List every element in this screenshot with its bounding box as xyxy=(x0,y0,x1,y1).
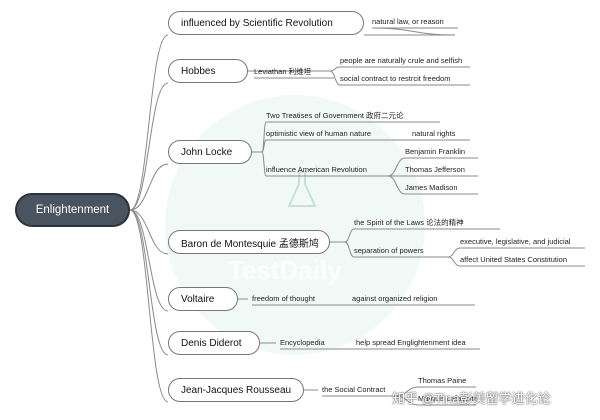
root-connector xyxy=(129,209,169,356)
topic-american-revolution[interactable]: influence American Revolution xyxy=(266,165,367,174)
topic-us-constitution[interactable]: affect United States Constitution xyxy=(460,255,568,264)
sub-connector xyxy=(261,151,267,177)
topic-social-contract-freedom[interactable]: social contract to restrcit freedom xyxy=(340,74,451,83)
root-node[interactable]: Enlightenment xyxy=(15,193,130,227)
root-connector xyxy=(129,82,169,211)
root-connector xyxy=(129,209,169,312)
topic-benjamin-franklin[interactable]: Benjamin Franklin xyxy=(405,147,466,156)
root-connector xyxy=(129,209,169,255)
topic-optimistic-view[interactable]: optimistic view of human nature xyxy=(266,129,372,138)
topic-thomas-paine[interactable]: Thomas Paine xyxy=(418,376,467,385)
branch-node-voltaire[interactable]: Voltaire xyxy=(168,287,238,311)
topic-separation-of-powers[interactable]: separation of powers xyxy=(354,246,424,255)
root-connector xyxy=(129,209,169,403)
sub-connector xyxy=(447,247,461,258)
sub-connector xyxy=(395,395,419,406)
topic-marquis-lafayette[interactable]: Marquis Lafayette xyxy=(418,394,478,403)
watermark-circle xyxy=(165,95,425,355)
branch-node-hobbes[interactable]: Hobbes xyxy=(168,59,248,83)
topic-three-branches[interactable]: executive, legislative, and judicial xyxy=(460,237,571,246)
root-connector xyxy=(129,163,169,211)
topic-crule-selfish[interactable]: people are naturally crule and selfish xyxy=(340,56,463,65)
branch-node-diderot[interactable]: Denis Diderot xyxy=(168,331,260,355)
topic-two-treatises[interactable]: Two Treatises of Government 政府二元论 xyxy=(266,111,404,120)
branch-node-john-locke[interactable]: John Locke xyxy=(168,140,252,164)
branch-node-rousseau[interactable]: Jean-Jacques Rousseau xyxy=(168,378,304,402)
sub-connector xyxy=(344,241,355,258)
sub-connector xyxy=(329,66,341,72)
watermark-text: TestDaily xyxy=(228,255,342,285)
sub-connector xyxy=(371,27,456,36)
topic-james-madison[interactable]: James Madison xyxy=(405,183,458,192)
sub-connector xyxy=(387,175,406,195)
sub-connector xyxy=(447,256,461,267)
topic-spirit-of-laws[interactable]: the Spirit of the Laws 论法的精神 xyxy=(354,218,464,227)
topic-organized-religion[interactable]: against organized religion xyxy=(352,294,438,303)
sub-connector xyxy=(261,139,267,153)
branch-node-scientific-revolution[interactable]: influenced by Scientific Revolution xyxy=(168,11,364,35)
topic-leviathan[interactable]: Leviathan 利维坦 xyxy=(254,67,312,76)
flask-icon xyxy=(287,171,317,207)
sub-connector xyxy=(329,70,341,86)
topic-natural-rights[interactable]: natural rights xyxy=(412,129,456,138)
root-connector xyxy=(129,34,169,211)
topic-freedom-of-thought[interactable]: freedom of thought xyxy=(252,294,315,303)
topic-encyclopedia[interactable]: Encyclopedia xyxy=(280,338,325,347)
topic-natural-law[interactable]: natural law, or reason xyxy=(372,17,444,26)
watermark-credit: 知乎 @Tina彭美留学进化论 xyxy=(392,391,551,406)
sub-connector xyxy=(387,157,406,177)
topic-spread-idea[interactable]: help spread Englightenment idea xyxy=(356,338,466,347)
topic-social-contract[interactable]: the Social Contract xyxy=(322,385,386,394)
branch-node-montesquieu[interactable]: Baron de Montesquie 孟德斯鸠 xyxy=(168,230,330,254)
sub-connector xyxy=(344,228,355,243)
topic-thomas-jefferson[interactable]: Thomas Jefferson xyxy=(405,165,465,174)
